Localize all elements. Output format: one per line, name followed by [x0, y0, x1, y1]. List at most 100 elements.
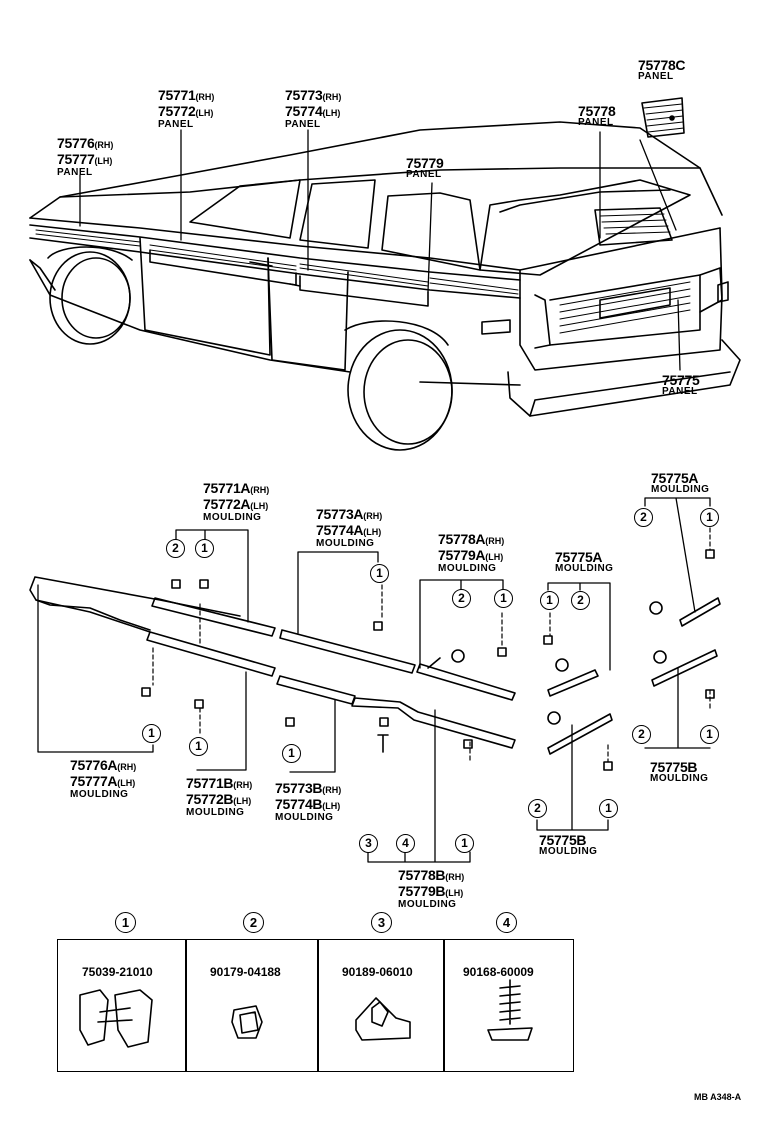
- part-number-lh: 75774A: [316, 522, 364, 538]
- part-number: 75775B: [650, 759, 698, 775]
- part-number-lh: 75772B: [186, 791, 234, 807]
- callout-1: 1: [370, 564, 389, 583]
- part-number-rh: 75773A: [316, 506, 364, 522]
- part-name: MOULDING: [539, 846, 598, 857]
- callout-1: 1: [282, 744, 301, 763]
- station-wagon-illustration: [29, 97, 741, 451]
- legend-part-number-4: 90168-60009: [463, 965, 534, 979]
- part-number-rh: 75773: [285, 87, 323, 103]
- part-number-lh: 75774B: [275, 796, 323, 812]
- part-number-lh: 75772A: [203, 496, 251, 512]
- lh-tag: (LH): [94, 156, 113, 166]
- legend-cell-3: [317, 939, 445, 1072]
- rh-tag: (RH): [94, 140, 114, 150]
- callout-1: 1: [455, 834, 474, 853]
- callout-2: 2: [634, 508, 653, 527]
- label-moulding-75771b: 75771B(RH) 75772B(LH) MOULDING: [186, 776, 252, 818]
- label-moulding-75773a: 75773A(RH) 75774A(LH) MOULDING: [316, 507, 382, 549]
- part-number-rh: 75778B: [398, 867, 446, 883]
- callout-1: 1: [540, 591, 559, 610]
- diagram-code: MB A348-A: [694, 1092, 742, 1102]
- label-moulding-75775b-mid: 75775B MOULDING: [539, 833, 597, 857]
- rh-tag: (RH): [322, 92, 342, 102]
- part-number: 75775B: [539, 832, 587, 848]
- label-panel-75775: 75775 PANEL: [662, 372, 700, 397]
- legend-part-number-2: 90179-04188: [210, 965, 281, 979]
- callout-3: 3: [359, 834, 378, 853]
- part-number: 75778C: [638, 57, 686, 73]
- part-name: PANEL: [57, 167, 93, 178]
- part-number-lh: 75777: [57, 151, 95, 167]
- lh-tag: (LH): [322, 108, 341, 118]
- label-moulding-75773b: 75773B(RH) 75774B(LH) MOULDING: [275, 781, 341, 823]
- lh-tag: (LH): [195, 108, 214, 118]
- part-number: 75775: [662, 372, 700, 388]
- callout-1: 1: [494, 589, 513, 608]
- callout-1: 1: [195, 539, 214, 558]
- label-panel-75773: 75773(RH) 75774(LH) PANEL: [285, 88, 341, 130]
- callout-1: 1: [700, 508, 719, 527]
- rh-tag: (RH): [117, 762, 137, 772]
- top-leader-lines: [79, 129, 681, 371]
- callout-1: 1: [142, 724, 161, 743]
- callout-1: 1: [700, 725, 719, 744]
- part-number-rh: 75771A: [203, 480, 251, 496]
- label-moulding-75776a: 75776A(RH) 75777A(LH) MOULDING: [70, 758, 136, 800]
- callout-2: 2: [166, 539, 185, 558]
- legend-index-2: 2: [243, 912, 264, 933]
- part-name: MOULDING: [316, 538, 375, 549]
- callout-2: 2: [528, 799, 547, 818]
- part-number-rh: 75778A: [438, 531, 486, 547]
- part-number-rh: 75771B: [186, 775, 234, 791]
- label-panel-75778: 75778 PANEL: [578, 103, 616, 128]
- part-name: MOULDING: [186, 807, 245, 818]
- label-moulding-75775a-right: 75775A MOULDING: [651, 471, 709, 495]
- lh-tag: (LH): [250, 501, 269, 511]
- part-number: 75778: [578, 103, 616, 119]
- callout-4: 4: [396, 834, 415, 853]
- rh-tag: (RH): [233, 780, 253, 790]
- part-number-rh: 75771: [158, 87, 196, 103]
- part-number-rh: 75776A: [70, 757, 118, 773]
- label-panel-75771: 75771(RH) 75772(LH) PANEL: [158, 88, 214, 130]
- legend-index-3: 3: [371, 912, 392, 933]
- legend-artwork: [79, 979, 533, 1048]
- legend-cell-4: [443, 939, 574, 1072]
- exploded-mouldings: [29, 527, 721, 771]
- legend-part-number-1: 75039-21010: [82, 965, 153, 979]
- label-moulding-75771a: 75771A(RH) 75772A(LH) MOULDING: [203, 481, 269, 523]
- label-moulding-75778a: 75778A(RH) 75779A(LH) MOULDING: [438, 532, 504, 574]
- lh-tag: (LH): [485, 552, 504, 562]
- rh-tag: (RH): [445, 872, 465, 882]
- callout-2: 2: [571, 591, 590, 610]
- part-name: MOULDING: [555, 563, 614, 574]
- legend-cell-1: [57, 939, 187, 1072]
- part-name: MOULDING: [438, 563, 497, 574]
- label-moulding-75775a-mid: 75775A MOULDING: [555, 550, 613, 574]
- part-name: MOULDING: [70, 789, 129, 800]
- part-number: 75775A: [555, 549, 603, 565]
- lh-tag: (LH): [117, 778, 136, 788]
- part-name: MOULDING: [651, 484, 710, 495]
- callout-2: 2: [452, 589, 471, 608]
- part-name: PANEL: [406, 169, 442, 180]
- part-number-lh: 75772: [158, 103, 196, 119]
- part-name: MOULDING: [650, 773, 709, 784]
- lh-tag: (LH): [233, 796, 252, 806]
- part-number-rh: 75773B: [275, 780, 323, 796]
- legend-index-1: 1: [115, 912, 136, 933]
- part-name: PANEL: [285, 119, 321, 130]
- rh-tag: (RH): [250, 485, 270, 495]
- part-number-lh: 75779A: [438, 547, 486, 563]
- moulding-leader-lines: [37, 497, 711, 863]
- label-panel-75779: 75779 PANEL: [406, 156, 444, 180]
- label-panel-75778c: 75778C PANEL: [638, 57, 686, 82]
- lh-tag: (LH): [445, 888, 464, 898]
- rh-tag: (RH): [485, 536, 505, 546]
- label-moulding-75775b-right: 75775B MOULDING: [650, 760, 708, 784]
- rh-tag: (RH): [322, 785, 342, 795]
- legend-cell-2: [185, 939, 319, 1072]
- lh-tag: (LH): [322, 801, 341, 811]
- part-number-lh: 75779B: [398, 883, 446, 899]
